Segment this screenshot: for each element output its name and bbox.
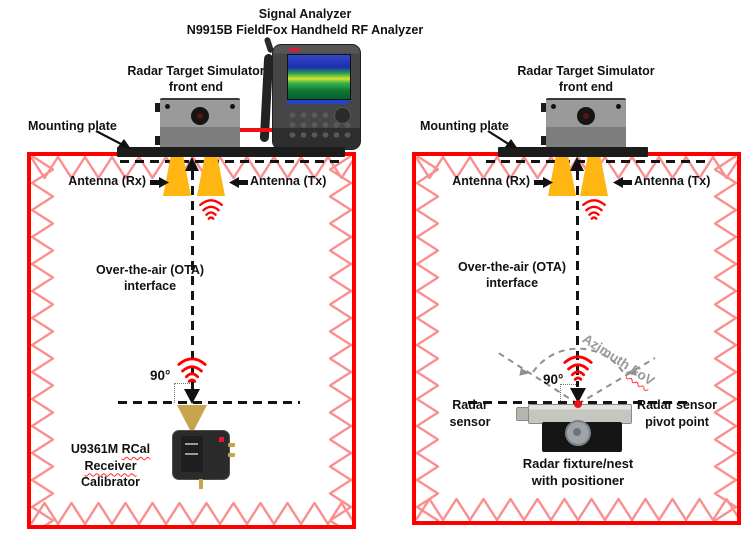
fixture-line1: Radar fixture/nest bbox=[522, 456, 634, 471]
bracket-tab bbox=[155, 136, 160, 145]
radar-sensor-line2: sensor bbox=[449, 415, 491, 429]
mounting-plate-label-right: Mounting plate bbox=[420, 119, 509, 133]
dut-plane-dashed-line bbox=[118, 401, 300, 404]
rts-label-line2: front end bbox=[558, 79, 614, 94]
absorber-zigzag-right bbox=[329, 156, 352, 525]
rcal-label-line1: U9361M RCal bbox=[48, 441, 173, 458]
keysight-logo bbox=[289, 48, 300, 51]
rts-front-end-label-right: Radar Target Simulator front end bbox=[476, 64, 696, 95]
ota-path-dashed-line bbox=[191, 171, 194, 391]
ota-line2: interface bbox=[123, 278, 177, 293]
rf-connector bbox=[228, 453, 235, 457]
fieldfox-knob bbox=[334, 107, 351, 124]
signal-analyzer-model: N9915B FieldFox Handheld RF Analyzer bbox=[186, 22, 424, 37]
radio-wave-icon bbox=[563, 355, 593, 381]
down-arrow-icon bbox=[184, 389, 200, 404]
down-arrow-icon bbox=[570, 388, 586, 403]
azimuth-fov-arc bbox=[496, 347, 656, 405]
antenna-rx-label-right: Antenna (Rx) bbox=[452, 174, 530, 188]
fieldfox-softkey-strip bbox=[287, 100, 349, 104]
pivot-point-dot bbox=[574, 400, 582, 408]
rcal-label-line2: Receiver bbox=[84, 458, 137, 473]
mounting-plate-right bbox=[498, 147, 648, 157]
ota-interface-label-right: Over-the-air (OTA) interface bbox=[424, 260, 600, 291]
signal-analyzer-label: Signal Analyzer N9915B FieldFox Handheld… bbox=[185, 7, 425, 38]
mounting-plate-left bbox=[117, 147, 345, 157]
rf-connector bbox=[228, 443, 235, 447]
rts-label-line1: Radar Target Simulator bbox=[517, 64, 655, 78]
rts-front-end-left bbox=[155, 98, 240, 149]
arrow-left-icon bbox=[613, 177, 632, 188]
bracket-tab bbox=[541, 136, 546, 145]
pivot-line2: pivot point bbox=[645, 415, 709, 429]
rcal-name: RCal bbox=[121, 442, 151, 456]
rcal-label-line3: Calibrator bbox=[80, 475, 141, 489]
bracket-tab bbox=[155, 103, 160, 112]
radio-wave-icon bbox=[199, 199, 223, 220]
keysight-logo bbox=[219, 437, 224, 442]
up-arrow-icon bbox=[185, 157, 199, 171]
signal-analyzer-title: Signal Analyzer bbox=[258, 7, 352, 21]
absorber-zigzag-right bbox=[714, 156, 737, 521]
antenna-tx-label-right: Antenna (Tx) bbox=[634, 174, 711, 188]
right-angle-mark bbox=[560, 384, 576, 403]
rts-label-line2: front end bbox=[168, 79, 224, 94]
rcal-detail bbox=[185, 453, 198, 455]
rts-lens bbox=[577, 107, 595, 125]
rcal-model: U9361M bbox=[70, 442, 119, 456]
rcal-stub bbox=[199, 479, 203, 489]
absorber-zigzag-left bbox=[31, 156, 54, 525]
absorber-zigzag-left bbox=[416, 156, 439, 521]
rts-lens bbox=[191, 107, 209, 125]
screw-icon bbox=[230, 104, 235, 109]
absorber-zigzag-bottom bbox=[416, 498, 737, 521]
pointer-arrow-icon bbox=[95, 130, 131, 149]
fixture-line2: with positioner bbox=[531, 473, 625, 488]
pivot-point-label: Radar sensor pivot point bbox=[618, 397, 736, 431]
arrow-right-icon bbox=[534, 177, 553, 188]
antenna-rx-label-left: Antenna (Rx) bbox=[68, 174, 146, 188]
screw-icon bbox=[165, 104, 170, 109]
radio-wave-icon bbox=[582, 199, 606, 220]
rcal-detail bbox=[185, 443, 198, 445]
mounting-plate-label-left: Mounting plate bbox=[28, 119, 117, 133]
angle-label-right: 90° bbox=[543, 372, 564, 387]
rf-cable bbox=[238, 128, 272, 132]
rts-front-end-label-left: Radar Target Simulator front end bbox=[106, 64, 286, 95]
radio-wave-icon bbox=[177, 357, 207, 383]
ota-interface-label-left: Over-the-air (OTA) interface bbox=[62, 263, 238, 294]
arrow-right-icon bbox=[150, 177, 169, 188]
rts-front-end-right bbox=[541, 98, 626, 149]
rcal-calibrator-device bbox=[172, 430, 235, 489]
ota-path-dashed-line bbox=[576, 171, 579, 387]
rts-label-line1: Radar Target Simulator bbox=[127, 64, 265, 78]
absorber-zigzag-bottom bbox=[31, 502, 352, 525]
screw-icon bbox=[551, 104, 556, 109]
fieldfox-analyzer bbox=[259, 36, 361, 150]
rcal-label: U9361M RCal Receiver Calibrator bbox=[48, 441, 173, 491]
antenna-tx-label-left: Antenna (Tx) bbox=[250, 174, 327, 188]
positioner-wheel bbox=[565, 420, 591, 446]
right-angle-mark bbox=[174, 383, 190, 403]
ota-line1: Over-the-air (OTA) bbox=[457, 260, 567, 274]
up-arrow-icon bbox=[570, 157, 584, 171]
angle-label-left: 90° bbox=[150, 368, 171, 383]
radar-sensor-line1: Radar bbox=[452, 398, 488, 412]
pivot-line1: Radar sensor bbox=[637, 398, 717, 412]
fieldfox-spectrum-screen bbox=[287, 54, 351, 100]
ota-line1: Over-the-air (OTA) bbox=[95, 263, 205, 277]
boresight-dashed-line bbox=[120, 160, 342, 163]
radar-sensor-label: Radar sensor bbox=[428, 397, 512, 431]
ota-line2: interface bbox=[485, 275, 539, 290]
pointer-arrow-icon bbox=[487, 130, 518, 149]
bracket-tab bbox=[541, 103, 546, 112]
screw-icon bbox=[616, 104, 621, 109]
fixture-label: Radar fixture/nest with positioner bbox=[488, 455, 668, 489]
fieldfox-body bbox=[272, 44, 361, 150]
arrow-left-icon bbox=[229, 177, 248, 188]
